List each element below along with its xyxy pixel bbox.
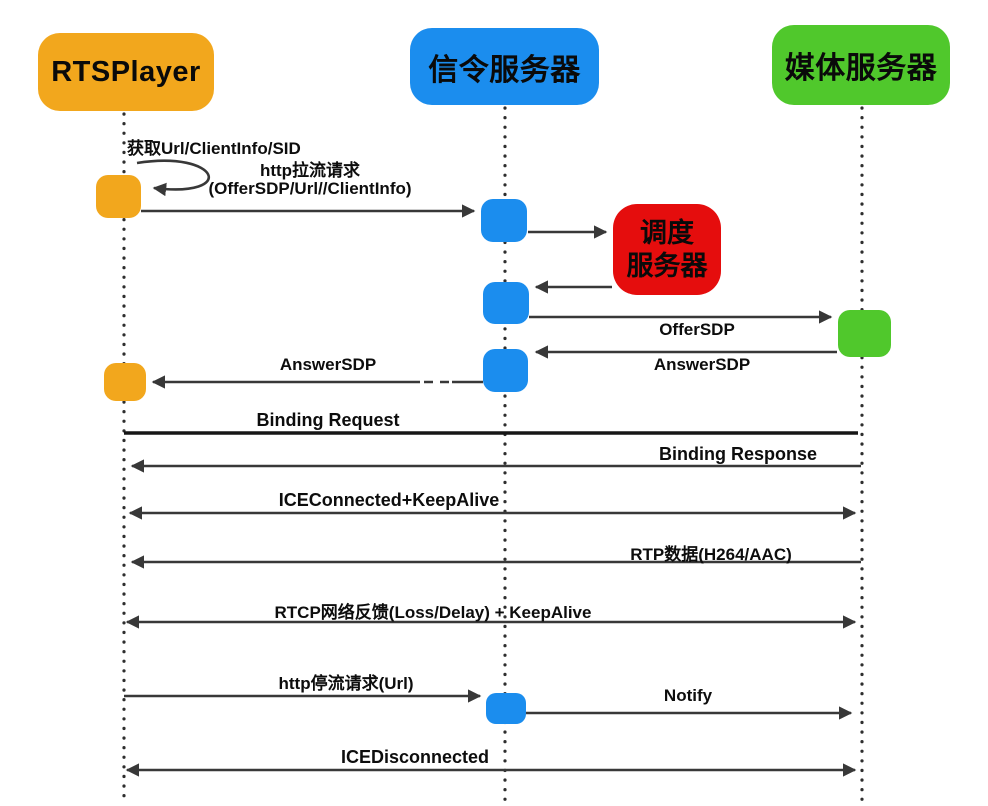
actor-signaling-server-label: 信令服务器: [428, 53, 581, 87]
actor-media-server: 媒体服务器: [772, 25, 950, 105]
self-loop-arrow-acquire-url: [136, 159, 211, 197]
activation-signaling-1: [481, 199, 527, 242]
activation-signaling-3: [483, 349, 528, 392]
actor-media-server-label: 媒体服务器: [784, 52, 938, 85]
label-binding-response: Binding Response: [658, 444, 818, 464]
label-http-pull-request-line2: (OfferSDP/Url//ClientInfo): [208, 179, 412, 198]
actor-scheduler-server: 调度 服务器: [613, 204, 721, 295]
activation-media-1: [838, 310, 891, 357]
label-ice-connected: ICEConnected+KeepAlive: [278, 490, 500, 510]
actor-rtsplayer-label: RTSPlayer: [51, 55, 201, 88]
label-rtcp-feedback: RTCP网络反馈(Loss/Delay) + KeepAlive: [274, 603, 592, 622]
label-answer-sdp-player: AnswerSDP: [279, 355, 377, 374]
label-notify: Notify: [663, 686, 713, 705]
label-offer-sdp: OfferSDP: [659, 320, 735, 339]
actor-rtsplayer: RTSPlayer: [38, 33, 214, 111]
activation-signaling-4: [486, 693, 526, 724]
actor-signaling-server: 信令服务器: [410, 28, 599, 105]
activation-signaling-2: [483, 282, 529, 324]
actor-scheduler-label-line1: 调度: [640, 218, 694, 249]
activation-rtsplayer-1: [96, 175, 141, 218]
label-rtp-data: RTP数据(H264/AAC): [630, 545, 792, 564]
label-http-stop-request: http停流请求(Url): [278, 674, 414, 693]
label-binding-request: Binding Request: [256, 410, 400, 430]
label-answer-sdp-media: AnswerSDP: [653, 355, 751, 374]
label-http-pull-request-line1: http拉流请求: [259, 161, 361, 180]
actor-scheduler-label-line2: 服务器: [626, 250, 708, 281]
activation-rtsplayer-2: [104, 363, 146, 401]
label-acquire-url: 获取Url/ClientInfo/SID: [127, 139, 301, 158]
label-ice-disconnected: ICEDisconnected: [340, 747, 490, 767]
